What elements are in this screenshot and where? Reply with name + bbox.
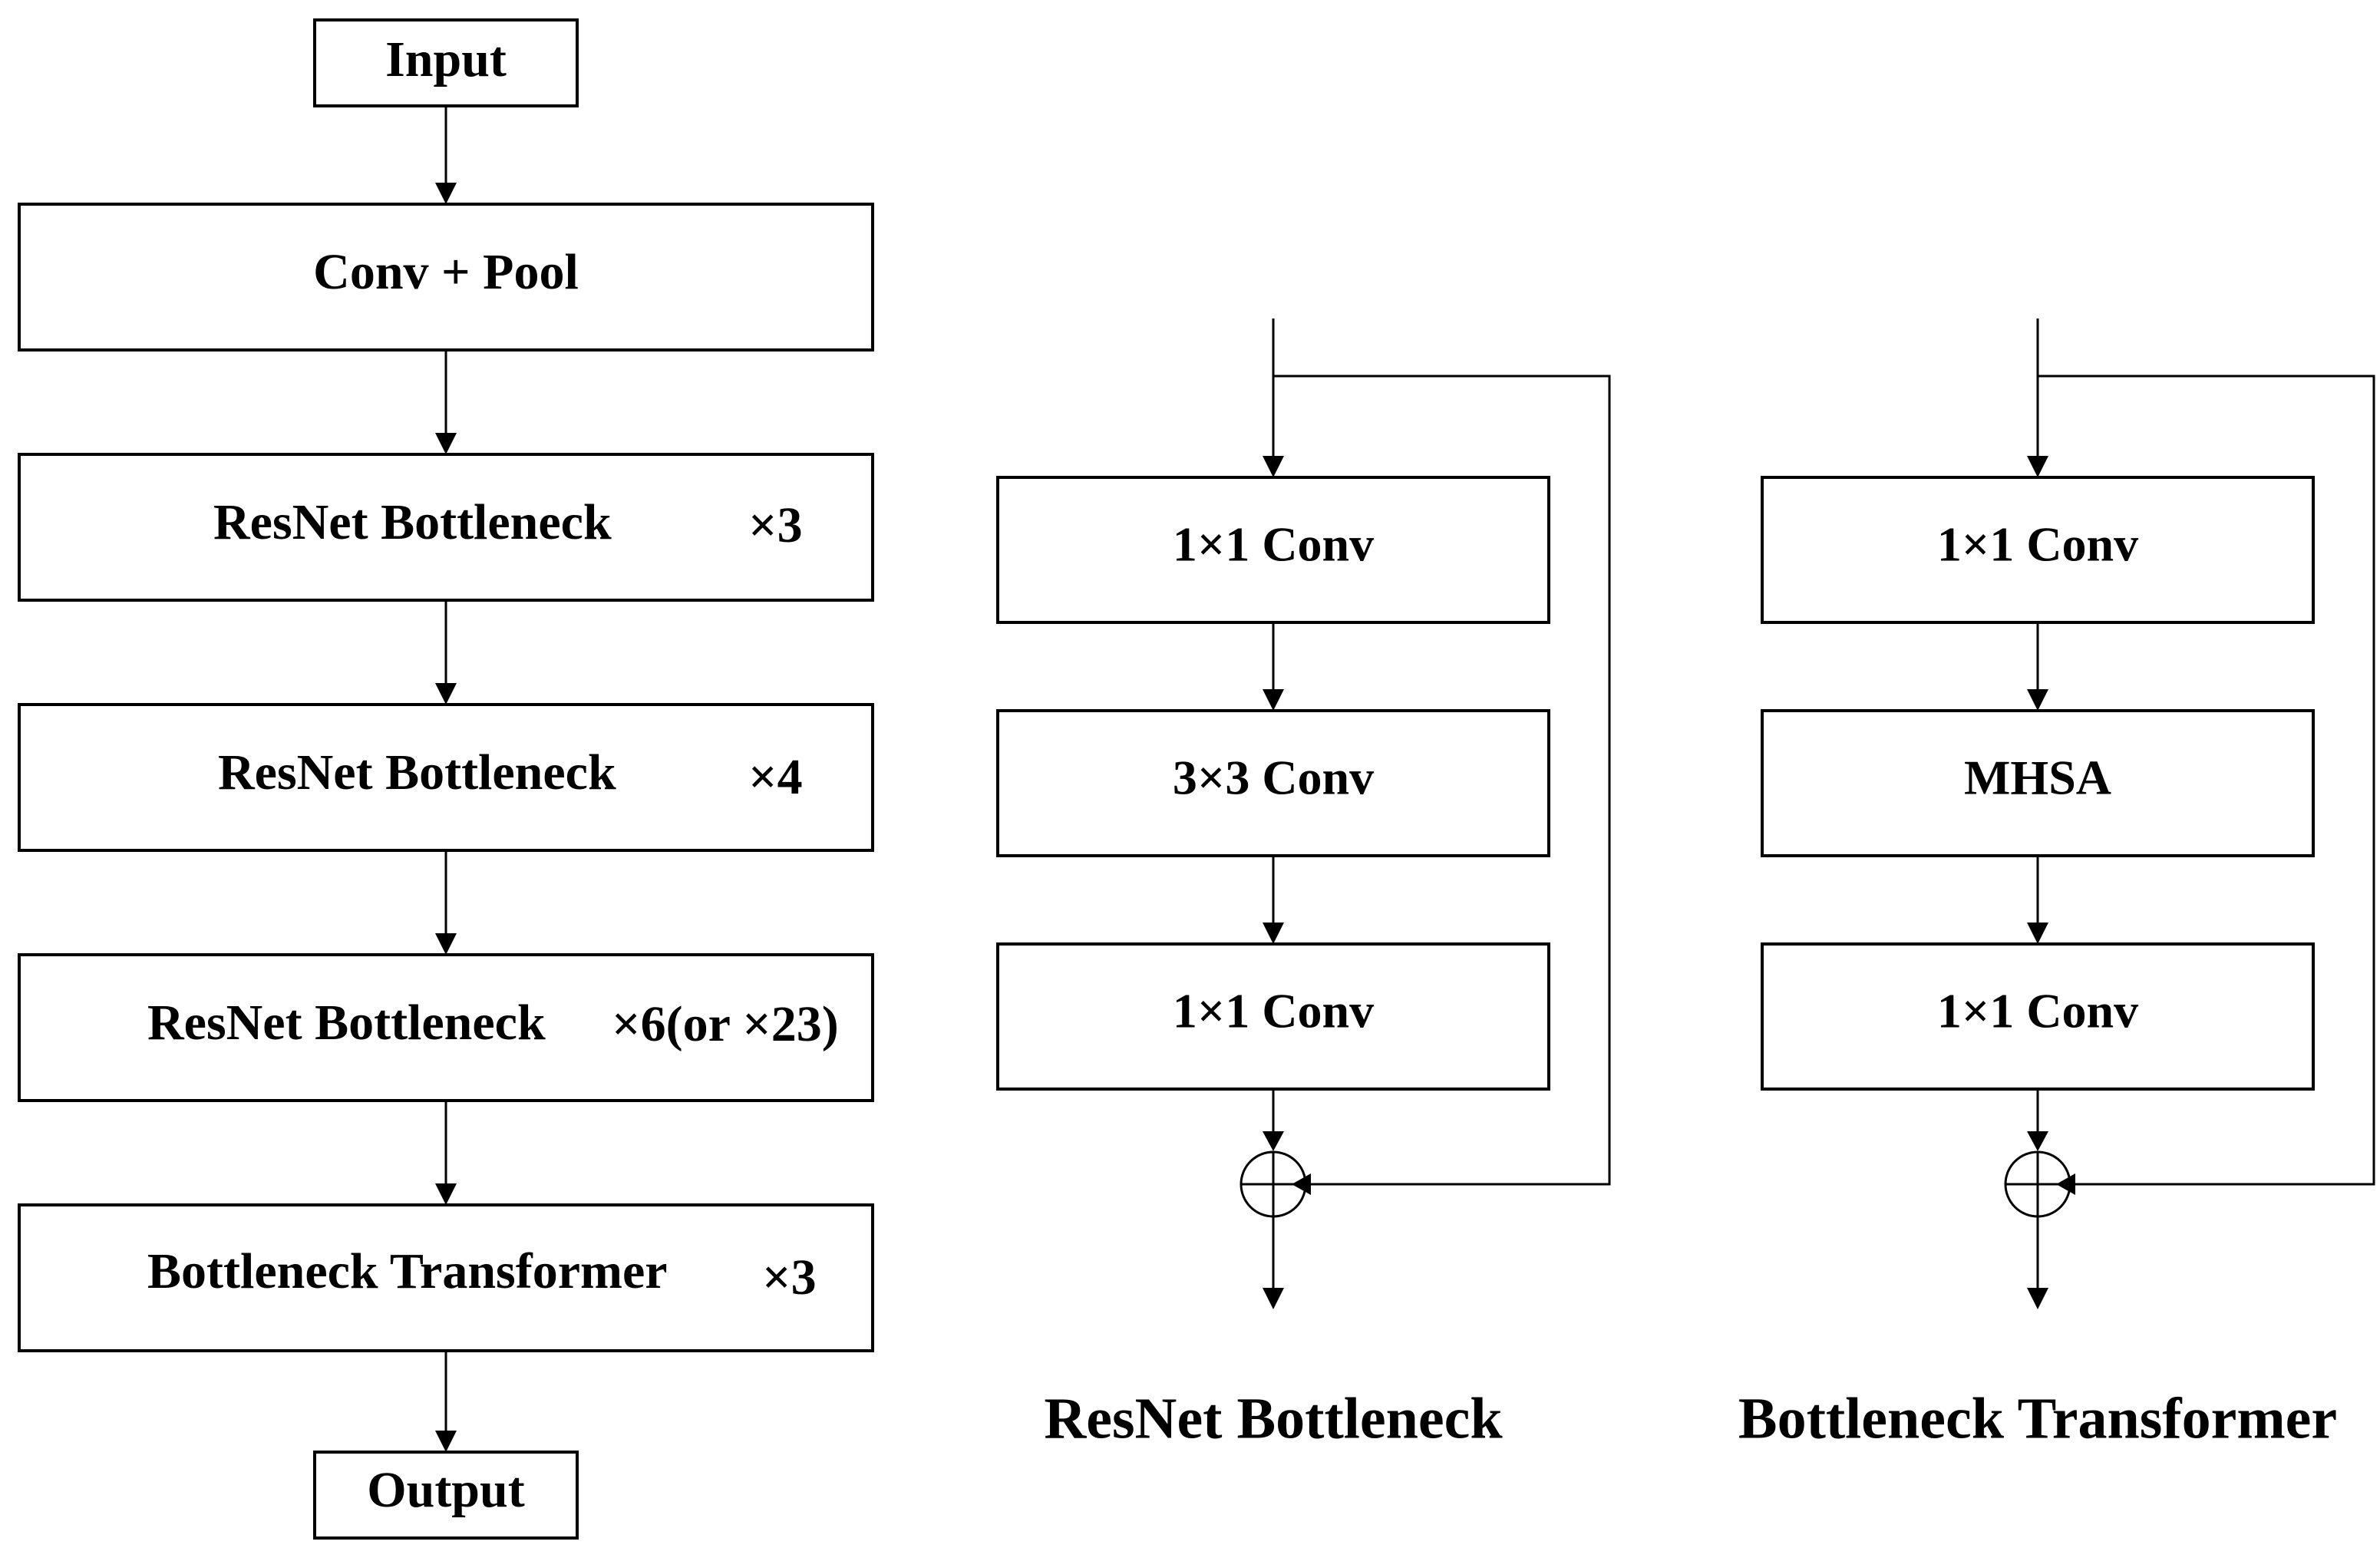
conv-pool-box — [18, 203, 874, 352]
stage4-box — [18, 1203, 874, 1352]
stage1-label: ResNet Bottleneck — [213, 494, 612, 550]
stage4-repeat: ×3 — [762, 1249, 817, 1305]
arrowhead — [435, 183, 457, 204]
arrowhead — [435, 1431, 457, 1452]
arrowhead — [2027, 923, 2048, 944]
transformer-layer-1-box — [1761, 476, 2315, 624]
resnet-layer-2-label: 3×3 Conv — [1173, 751, 1374, 805]
arrowhead — [2027, 1131, 2048, 1151]
bottleneck-transformer-block: 1×1 Conv MHSA 1×1 Conv Bottleneck Transf… — [1738, 319, 2375, 1451]
arrowhead — [435, 433, 457, 454]
conv-pool-label: Conv + Pool — [313, 244, 579, 300]
resnet-add-node — [1240, 1150, 1307, 1218]
stage1-box — [18, 453, 874, 602]
resnet-layer-1-label: 1×1 Conv — [1173, 517, 1374, 572]
main-flow: Input Conv + Pool ResNet Bottleneck ×3 R… — [18, 18, 874, 1540]
arrowhead — [1263, 456, 1284, 477]
stage3-label: ResNet Bottleneck — [147, 995, 546, 1051]
arrowhead — [2027, 456, 2048, 477]
arrowhead — [1263, 689, 1284, 711]
arrowhead — [2027, 689, 2048, 711]
resnet-skip-connection — [1273, 375, 1611, 1186]
arrowhead — [2027, 1288, 2048, 1309]
transformer-layer-1-label: 1×1 Conv — [1937, 517, 2138, 572]
transformer-add-node — [2004, 1150, 2071, 1218]
transformer-layer-2-label: MHSA — [1964, 751, 2111, 805]
output-box — [313, 1451, 579, 1540]
arrowhead — [435, 933, 457, 955]
transformer-layer-3-label: 1×1 Conv — [1937, 984, 2138, 1038]
transformer-skip-connection — [2038, 375, 2375, 1186]
input-label: Input — [385, 31, 507, 87]
resnet-layer-2-box — [996, 709, 1550, 857]
input-box — [313, 18, 579, 107]
stage3-box — [18, 953, 874, 1102]
resnet-layer-3-label: 1×1 Conv — [1173, 984, 1374, 1038]
arrowhead — [435, 1183, 457, 1205]
stage3-repeat: ×6(or ×23) — [612, 996, 839, 1052]
arrowhead — [435, 683, 457, 705]
arrowhead — [1263, 923, 1284, 944]
stage4-label: Bottleneck Transformer — [147, 1243, 668, 1299]
stage1-repeat: ×3 — [748, 497, 803, 553]
arrowhead — [1263, 1131, 1284, 1151]
resnet-layer-3-box — [996, 942, 1550, 1091]
stage2-label: ResNet Bottleneck — [218, 744, 616, 800]
resnet-layer-1-box — [996, 476, 1550, 624]
transformer-layer-2-box — [1761, 709, 2315, 857]
arrowhead — [1263, 1288, 1284, 1309]
transformer-layer-3-box — [1761, 942, 2315, 1091]
resnet-block-caption: ResNet Bottleneck — [1044, 1386, 1503, 1451]
transformer-block-caption: Bottleneck Transformer — [1738, 1386, 2337, 1451]
resnet-bottleneck-block: 1×1 Conv 3×3 Conv 1×1 Conv ResNet Bottle… — [996, 319, 1611, 1451]
stage2-repeat: ×4 — [748, 749, 803, 805]
output-label: Output — [367, 1462, 524, 1518]
